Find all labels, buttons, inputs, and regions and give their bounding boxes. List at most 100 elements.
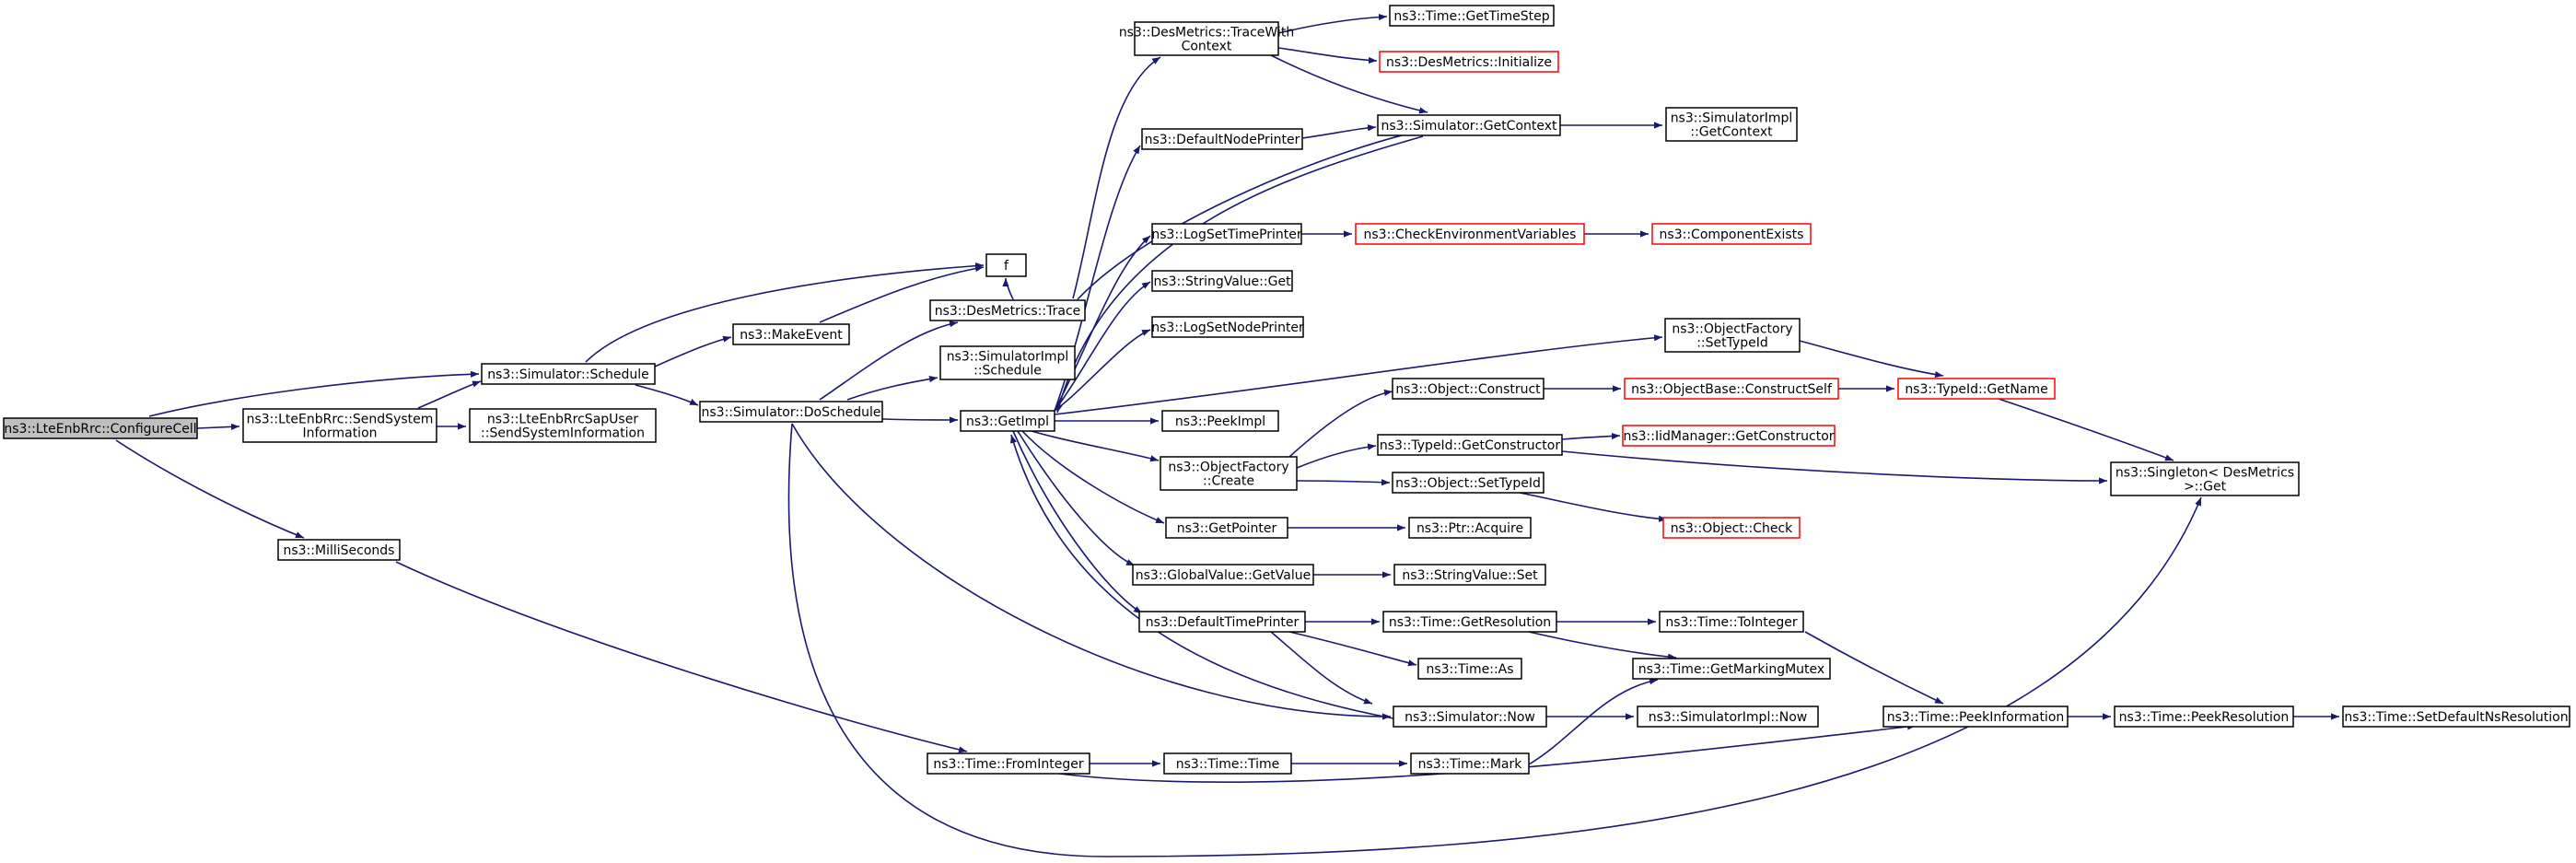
node-object_check[interactable]: ns3::Object::Check <box>1662 517 1801 539</box>
edge-desmetrics_trace-to-trace_with_context <box>1072 56 1161 299</box>
node-label: ns3::Time::Time <box>1176 757 1279 772</box>
node-label: ns3::ComponentExists <box>1660 227 1804 242</box>
node-layer: ns3::LteEnbRrc::ConfigureCellns3::Simula… <box>3 5 2570 775</box>
node-time_tointeger[interactable]: ns3::Time::ToInteger <box>1659 611 1804 633</box>
node-globalvalue_getvalue[interactable]: ns3::GlobalValue::GetValue <box>1132 564 1314 586</box>
node-label: ns3::PeekImpl <box>1175 414 1265 429</box>
node-label: ns3::SimulatorImpl <box>1671 111 1793 126</box>
node-label: ns3::LteEnbRrc::ConfigureCell <box>4 422 196 437</box>
node-label: ns3::DesMetrics::Initialize <box>1386 55 1552 70</box>
edge-send_sys_info-to-sim_schedule <box>417 380 482 409</box>
node-default_node_printer[interactable]: ns3::DefaultNodePrinter <box>1141 128 1303 150</box>
node-label: ns3::GlobalValue::GetValue <box>1136 568 1311 583</box>
node-getimpl[interactable]: ns3::GetImpl <box>960 410 1055 432</box>
node-stringvalue_get[interactable]: ns3::StringValue::Get <box>1151 270 1293 292</box>
node-box <box>1355 223 1585 245</box>
node-label: ns3::Time::GetTimeStep <box>1393 9 1549 24</box>
node-box <box>277 539 401 561</box>
edge-configure_cell-to-sim_schedule <box>148 370 480 417</box>
node-peekimpl[interactable]: ns3::PeekImpl <box>1161 410 1279 432</box>
node-box <box>242 408 437 443</box>
node-box <box>1134 21 1279 56</box>
node-time_peekinformation[interactable]: ns3::Time::PeekInformation <box>1882 706 2069 728</box>
node-sap_user_send[interactable]: ns3::LteEnbRrcSapUser::SendSystemInforma… <box>469 408 657 443</box>
node-component_exists[interactable]: ns3::ComponentExists <box>1651 223 1812 245</box>
node-sim_getcontext[interactable]: ns3::Simulator::GetContext <box>1377 114 1561 136</box>
node-configure_cell[interactable]: ns3::LteEnbRrc::ConfigureCell <box>3 417 198 439</box>
node-label: ns3::ObjectBase::ConstructSelf <box>1631 382 1833 397</box>
node-label: ns3::IidManager::GetConstructor <box>1623 429 1834 444</box>
node-object_construct[interactable]: ns3::Object::Construct <box>1392 378 1544 400</box>
node-simimpl_getcontext[interactable]: ns3::SimulatorImpl::GetContext <box>1665 107 1798 142</box>
node-time_peekresolution[interactable]: ns3::Time::PeekResolution <box>2114 706 2294 728</box>
node-label: ns3::Time::As <box>1426 662 1513 677</box>
node-typeid_getname[interactable]: ns3::TypeId::GetName <box>1897 378 2056 400</box>
node-label: ns3::Time::PeekResolution <box>2119 710 2290 725</box>
edge-sim_schedule-to-sim_doschedule <box>635 384 699 406</box>
node-make_event[interactable]: ns3::MakeEvent <box>732 323 850 345</box>
node-box <box>1377 434 1563 456</box>
node-box <box>1138 611 1306 633</box>
node-label: ::GetContext <box>1690 125 1773 140</box>
node-label: ns3::Simulator::GetContext <box>1381 119 1557 134</box>
node-getpointer[interactable]: ns3::GetPointer <box>1165 517 1288 539</box>
edge-sim_doschedule-to-sim_now <box>791 423 1392 720</box>
node-iidmanager_getconstructor[interactable]: ns3::IidManager::GetConstructor <box>1622 425 1836 447</box>
node-sim_doschedule[interactable]: ns3::Simulator::DoSchedule <box>699 401 883 423</box>
node-ptr_acquire[interactable]: ns3::Ptr::Acquire <box>1408 517 1532 539</box>
node-box <box>481 363 656 385</box>
node-label: ns3::Simulator::DoSchedule <box>702 405 881 420</box>
edge-time_getresolution-to-time_getmarkingmutex <box>1528 631 1677 660</box>
node-object_settypeid[interactable]: ns3::Object::SetTypeId <box>1392 472 1544 494</box>
node-box <box>1622 425 1836 447</box>
node-time_getresolution[interactable]: ns3::Time::GetResolution <box>1382 611 1557 633</box>
node-time_as[interactable]: ns3::Time::As <box>1417 658 1522 680</box>
node-objfactory_create[interactable]: ns3::ObjectFactory::Create <box>1160 456 1298 491</box>
node-sim_now[interactable]: ns3::Simulator::Now <box>1393 706 1547 728</box>
node-label: ns3::LteEnbRrc::SendSystem <box>247 413 434 427</box>
node-box <box>1897 378 2056 400</box>
node-log_set_node_printer[interactable]: ns3::LogSetNodePrinter <box>1151 316 1304 338</box>
edge-default_node_printer-to-sim_getcontext <box>1301 124 1377 139</box>
node-simimpl_now[interactable]: ns3::SimulatorImpl::Now <box>1637 706 1819 728</box>
node-time_mark[interactable]: ns3::Time::Mark <box>1410 752 1530 775</box>
node-desmetrics_initialize[interactable]: ns3::DesMetrics::Initialize <box>1379 51 1559 73</box>
node-f[interactable]: f <box>985 253 1027 277</box>
node-simimpl_schedule[interactable]: ns3::SimulatorImpl::Schedule <box>939 345 1076 380</box>
node-time_time[interactable]: ns3::Time::Time <box>1163 752 1292 775</box>
edge-getimpl-to-globalvalue_getvalue <box>1017 430 1136 566</box>
node-label: >::Get <box>2184 480 2227 495</box>
node-check_env_vars[interactable]: ns3::CheckEnvironmentVariables <box>1355 223 1585 245</box>
node-typeid_getconstructor[interactable]: ns3::TypeId::GetConstructor <box>1377 434 1563 456</box>
edge-time_mark-to-time_getmarkingmutex <box>1528 678 1659 765</box>
node-time_getmarkingmutex[interactable]: ns3::Time::GetMarkingMutex <box>1632 658 1831 680</box>
node-time_setdefaultnsresolution[interactable]: ns3::Time::SetDefaultNsResolution <box>2342 706 2570 728</box>
node-objectbase_constructself[interactable]: ns3::ObjectBase::ConstructSelf <box>1624 378 1839 400</box>
node-box <box>1151 223 1302 245</box>
node-box <box>1408 517 1532 539</box>
edge-getimpl-to-getpointer <box>1021 430 1165 524</box>
node-desmetrics_trace[interactable]: ns3::DesMetrics::Trace <box>929 299 1086 321</box>
edge-time_tointeger-to-time_peekinformation <box>1804 631 1944 705</box>
node-label: ns3::GetPointer <box>1177 521 1277 536</box>
node-box <box>1651 223 1812 245</box>
node-send_sys_info[interactable]: ns3::LteEnbRrc::SendSystemInformation <box>242 408 437 443</box>
node-label: ns3::LteEnbRrcSapUser <box>487 413 638 427</box>
node-milliseconds[interactable]: ns3::MilliSeconds <box>277 539 401 561</box>
node-label: ns3::DesMetrics::TraceWith <box>1119 26 1294 41</box>
node-objfactory_settypeid[interactable]: ns3::ObjectFactory::SetTypeId <box>1664 318 1801 353</box>
node-sim_schedule[interactable]: ns3::Simulator::Schedule <box>481 363 656 385</box>
node-singleton_get[interactable]: ns3::Singleton< DesMetrics >::Get <box>2110 461 2300 496</box>
node-label: ns3::ObjectFactory <box>1168 461 1288 475</box>
node-default_time_printer[interactable]: ns3::DefaultTimePrinter <box>1138 611 1306 633</box>
edge-milliseconds-to-time_frominteger <box>395 561 968 753</box>
node-label: ns3::Time::GetMarkingMutex <box>1638 662 1824 677</box>
edge-getimpl-to-log_set_node_printer <box>1054 329 1151 412</box>
node-time_gettimestep[interactable]: ns3::Time::GetTimeStep <box>1389 5 1555 27</box>
node-stringvalue_set[interactable]: ns3::StringValue::Set <box>1393 564 1546 586</box>
node-log_set_time_printer[interactable]: ns3::LogSetTimePrinter <box>1151 223 1302 245</box>
node-time_frominteger[interactable]: ns3::Time::FromInteger <box>927 752 1090 775</box>
node-box <box>3 417 198 439</box>
edge-trace_with_context-to-desmetrics_initialize <box>1277 47 1378 64</box>
